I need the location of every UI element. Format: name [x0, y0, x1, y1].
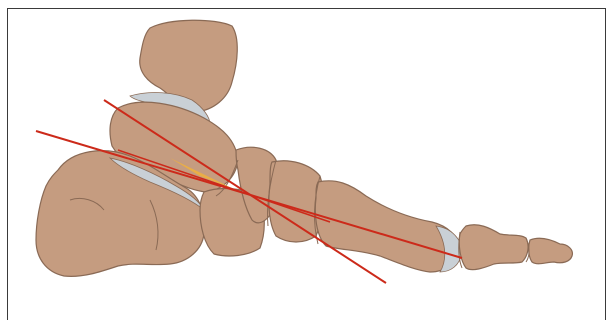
proximal-phalanx-bone: [459, 225, 528, 270]
distal-phalanx-bone: [529, 238, 573, 263]
